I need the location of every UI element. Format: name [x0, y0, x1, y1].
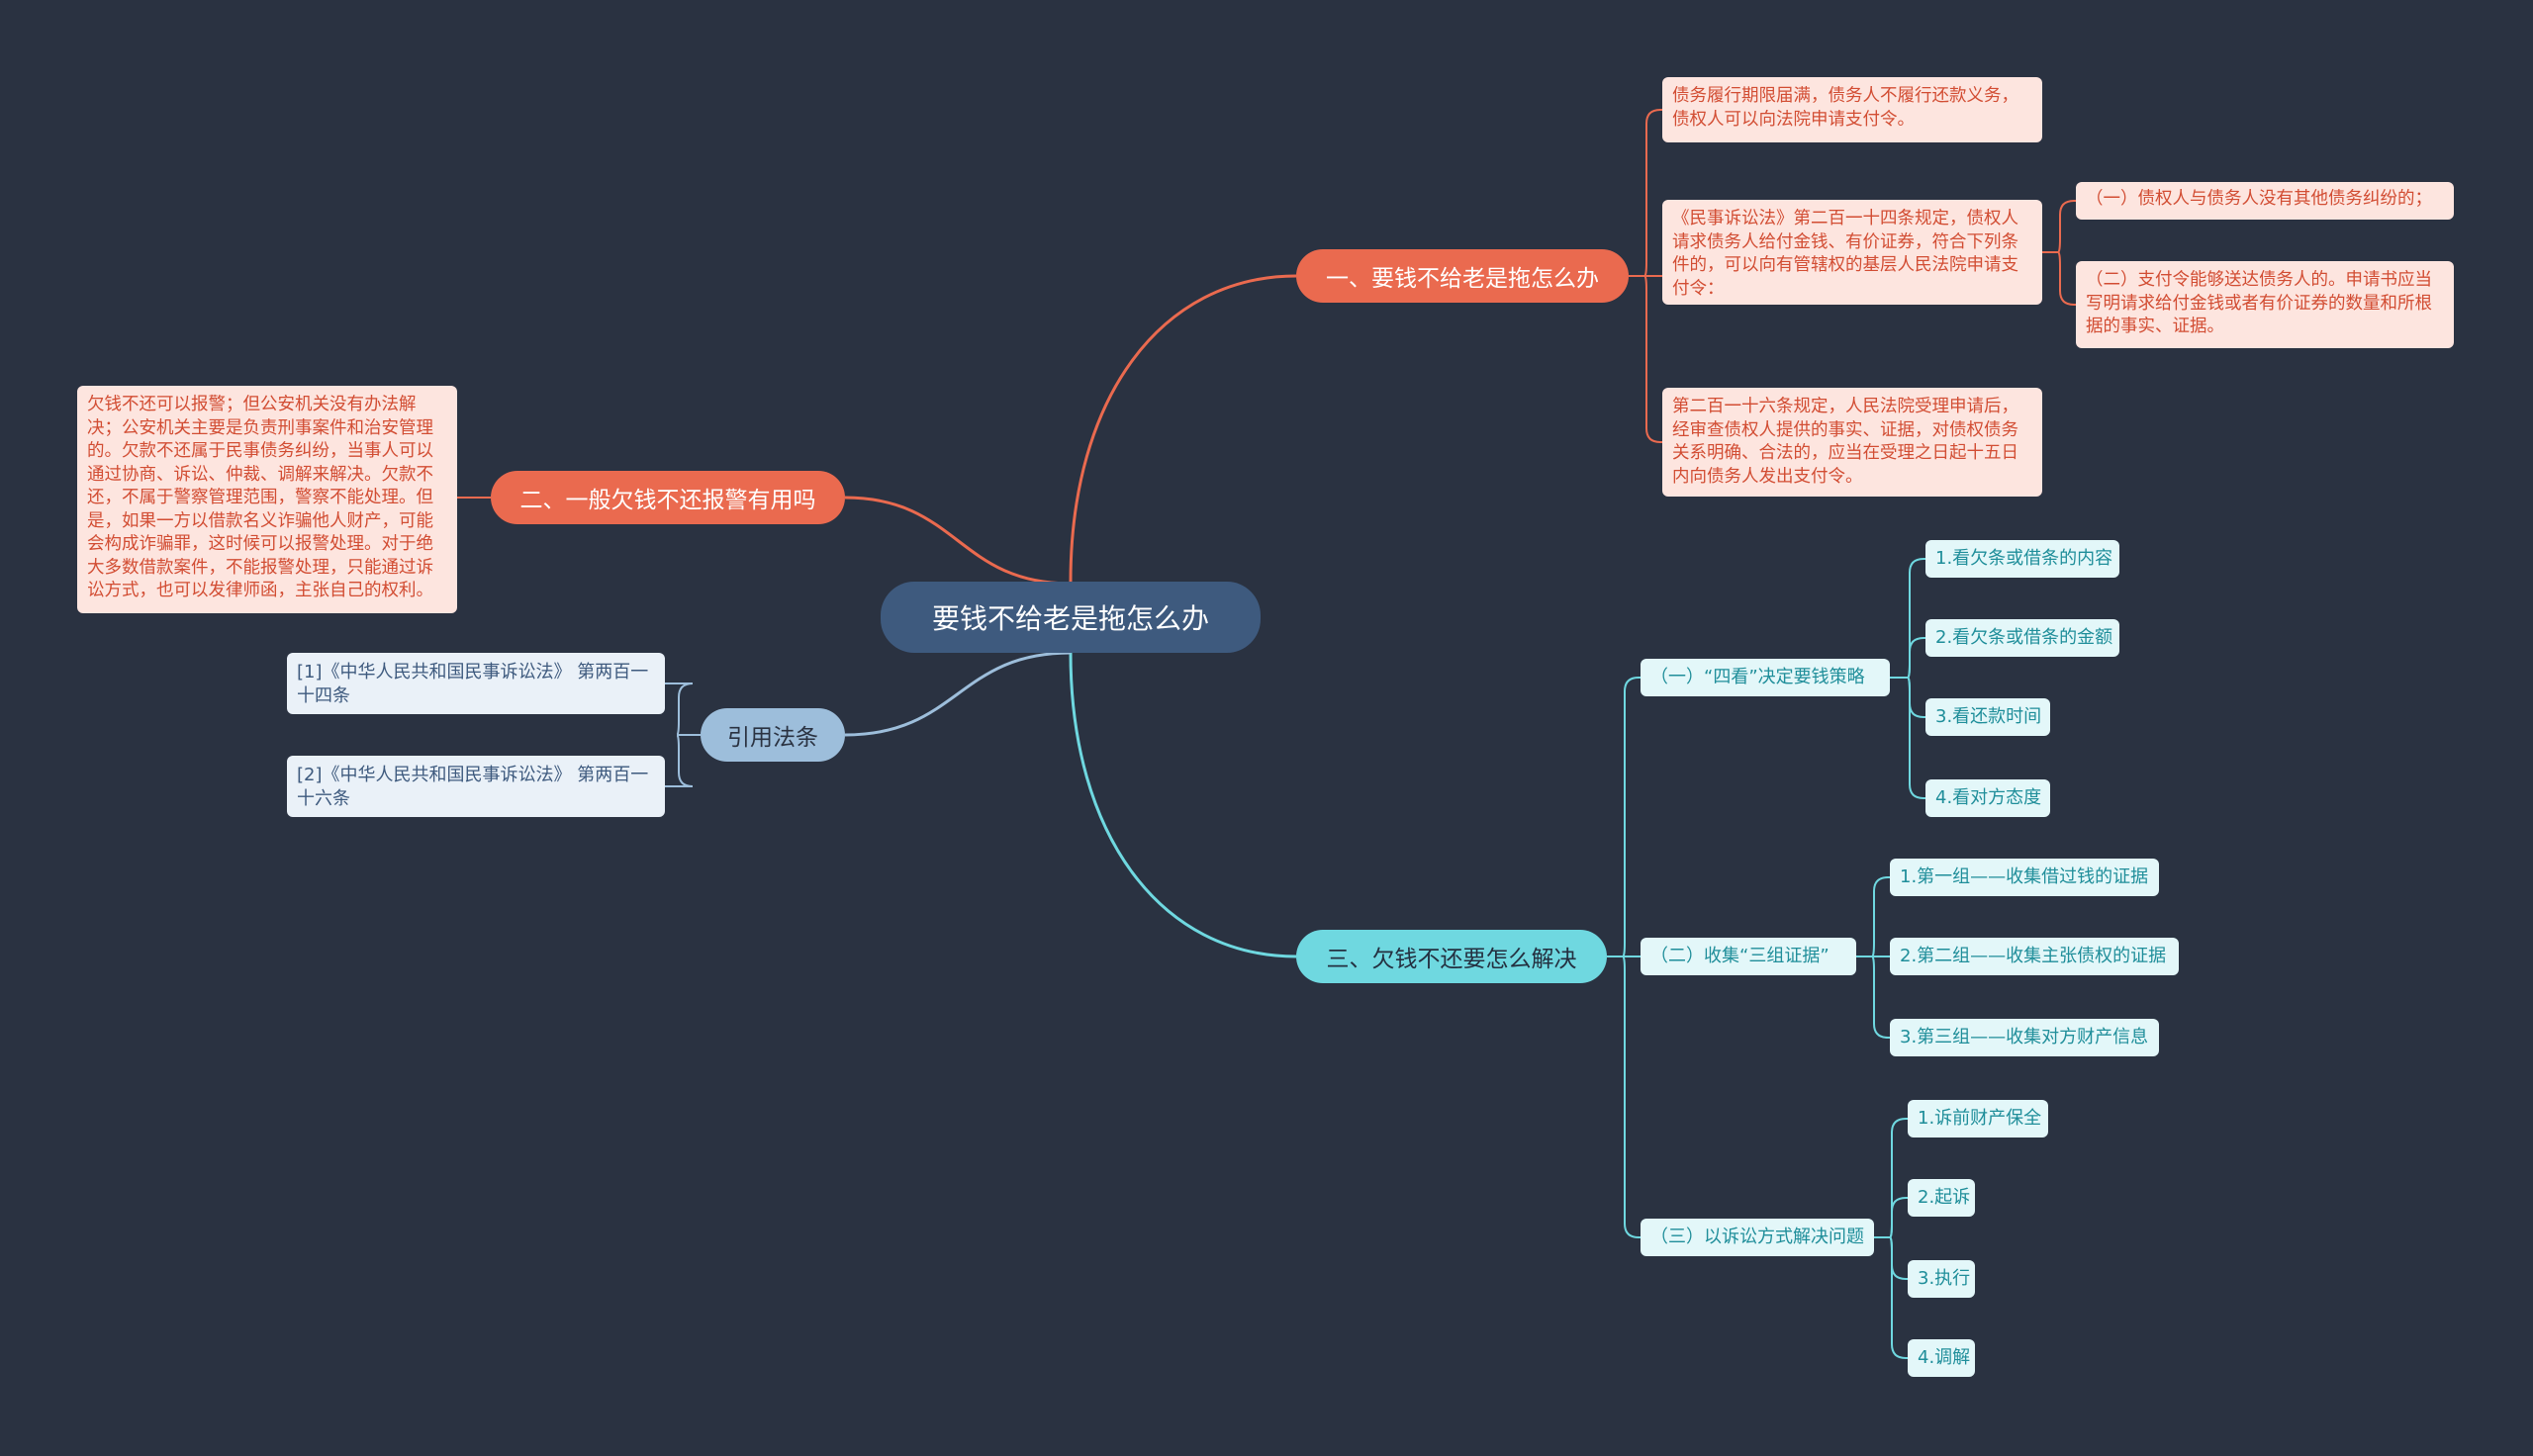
- item-preservation[interactable]: 1.诉前财产保全: [1908, 1100, 2048, 1138]
- note-text: 《民事诉讼法》第二百一十四条规定，债权人请求债务人给付金钱、有价证券，符合下列条…: [1672, 209, 2018, 299]
- item-label: 1.诉前财产保全: [1918, 1108, 2042, 1129]
- note-text: 第二百一十六条规定，人民法院受理申请后，经审查债权人提供的事实、证据，对债权债务…: [1672, 397, 2018, 487]
- sub-label: （三）以诉讼方式解决问题: [1650, 1227, 1864, 1247]
- root-topic-label: 要钱不给老是拖怎么办: [931, 602, 1209, 635]
- ref-article-214[interactable]: [1]《中华人民共和国民事诉讼法》 第两百一十四条: [287, 653, 665, 714]
- item-label: 3.第三组——收集对方财产信息: [1900, 1027, 2149, 1047]
- condition-text: （二）支付令能够送达债务人的。申请书应当写明请求给付金钱或者有价证券的数量和所根…: [2086, 270, 2432, 336]
- link-root-b2: [844, 496, 1072, 586]
- link-b1-note-0: [1629, 109, 1662, 277]
- item-label: 1.第一组——收集借过钱的证据: [1900, 866, 2149, 887]
- item-look-repay-time[interactable]: 3.看还款时间: [1925, 698, 2050, 736]
- item-evidence-borrow[interactable]: 1.第一组——收集借过钱的证据: [1890, 859, 2159, 896]
- link-sub1-item-2: [1890, 677, 1925, 718]
- branch-label: 引用法条: [727, 725, 818, 751]
- sub-label: （一）“四看”决定要钱策略: [1650, 667, 1865, 687]
- link-sub1-item-0: [1890, 558, 1925, 679]
- root-topic[interactable]: 要钱不给老是拖怎么办: [881, 582, 1261, 653]
- link-sub2-item-2: [1856, 956, 1890, 1039]
- note-text: 债务履行期限届满，债务人不履行还款义务，债权人可以向法院申请支付令。: [1672, 86, 2018, 130]
- item-look-amount[interactable]: 2.看欠条或借条的金额: [1925, 619, 2119, 657]
- link-sub1-item-3: [1890, 677, 1925, 799]
- link-b3-ref-0: [665, 682, 701, 736]
- ref-article-216[interactable]: [2]《中华人民共和国民事诉讼法》 第两百一十六条: [287, 756, 665, 817]
- link-b4-sub-2: [1607, 956, 1641, 1238]
- item-sue[interactable]: 2.起诉: [1908, 1179, 1975, 1217]
- item-enforce[interactable]: 3.执行: [1908, 1260, 1975, 1298]
- note-article-214[interactable]: 《民事诉讼法》第二百一十四条规定，债权人请求债务人给付金钱、有价证券，符合下列条…: [1662, 200, 2042, 305]
- item-label: 3.执行: [1918, 1268, 1971, 1289]
- item-evidence-property[interactable]: 3.第三组——收集对方财产信息: [1890, 1019, 2159, 1056]
- item-label: 1.看欠条或借条的内容: [1935, 548, 2113, 569]
- sub-label: （二）收集“三组证据”: [1650, 946, 1829, 966]
- link-b4-sub-0: [1607, 677, 1641, 957]
- item-label: 3.看还款时间: [1935, 706, 2042, 727]
- item-label: 4.调解: [1918, 1347, 1971, 1368]
- branch-how-to-solve[interactable]: 三、欠钱不还要怎么解决: [1296, 930, 1607, 983]
- note-article-216[interactable]: 第二百一十六条规定，人民法院受理申请后，经审查债权人提供的事实、证据，对债权债务…: [1662, 388, 2042, 497]
- item-look-content[interactable]: 1.看欠条或借条的内容: [1925, 540, 2119, 578]
- branch-label: 二、一般欠钱不还报警有用吗: [519, 488, 816, 513]
- note-police-report[interactable]: 欠钱不还可以报警；但公安机关没有办法解决；公安机关主要是负责刑事案件和治安管理的…: [77, 386, 457, 613]
- item-label: 2.看欠条或借条的金额: [1935, 627, 2113, 648]
- ref-text: [1]《中华人民共和国民事诉讼法》 第两百一十四条: [297, 662, 649, 706]
- condition-1[interactable]: （一）债权人与债务人没有其他债务纠纷的；: [2076, 182, 2454, 220]
- item-label: 2.第二组——收集主张债权的证据: [1900, 946, 2167, 966]
- link-b1-cond-0: [2042, 200, 2076, 253]
- link-root-b1: [1069, 274, 1297, 583]
- item-mediate[interactable]: 4.调解: [1908, 1339, 1975, 1377]
- note-text: 欠钱不还可以报警；但公安机关没有办法解决；公安机关主要是负责刑事案件和治安管理的…: [87, 395, 433, 600]
- link-root-b4: [1069, 652, 1297, 958]
- link-sub2-item-0: [1856, 876, 1890, 957]
- condition-2[interactable]: （二）支付令能够送达债务人的。申请书应当写明请求给付金钱或者有价证券的数量和所根…: [2076, 261, 2454, 348]
- branch-label: 一、要钱不给老是拖怎么办: [1326, 266, 1599, 292]
- note-payment-order[interactable]: 债务履行期限届满，债务人不履行还款义务，债权人可以向法院申请支付令。: [1662, 77, 2042, 142]
- branch-police-report[interactable]: 二、一般欠钱不还报警有用吗: [491, 471, 845, 524]
- sub-three-evidence[interactable]: （二）收集“三组证据”: [1641, 938, 1856, 975]
- ref-text: [2]《中华人民共和国民事诉讼法》 第两百一十六条: [297, 765, 649, 809]
- link-sub3-item-1: [1874, 1197, 1908, 1238]
- item-look-attitude[interactable]: 4.看对方态度: [1925, 779, 2050, 817]
- branch-label: 三、欠钱不还要怎么解决: [1326, 947, 1577, 972]
- item-evidence-claim[interactable]: 2.第二组——收集主张债权的证据: [1890, 938, 2179, 975]
- link-b1-note-2: [1629, 275, 1662, 443]
- condition-text: （一）债权人与债务人没有其他债务纠纷的；: [2086, 189, 2432, 209]
- link-b3-ref-1: [665, 734, 701, 787]
- link-b1-cond-1: [2042, 251, 2076, 306]
- branch-cited-laws[interactable]: 引用法条: [701, 708, 845, 762]
- item-label: 4.看对方态度: [1935, 787, 2042, 808]
- item-label: 2.起诉: [1918, 1187, 1971, 1208]
- link-root-b3: [844, 651, 1072, 737]
- link-sub3-item-3: [1874, 1236, 1908, 1359]
- branch-how-to-get-money[interactable]: 一、要钱不给老是拖怎么办: [1296, 249, 1629, 303]
- link-sub1-item-1: [1890, 637, 1925, 679]
- sub-litigation[interactable]: （三）以诉讼方式解决问题: [1641, 1219, 1874, 1256]
- sub-four-looks[interactable]: （一）“四看”决定要钱策略: [1641, 659, 1890, 696]
